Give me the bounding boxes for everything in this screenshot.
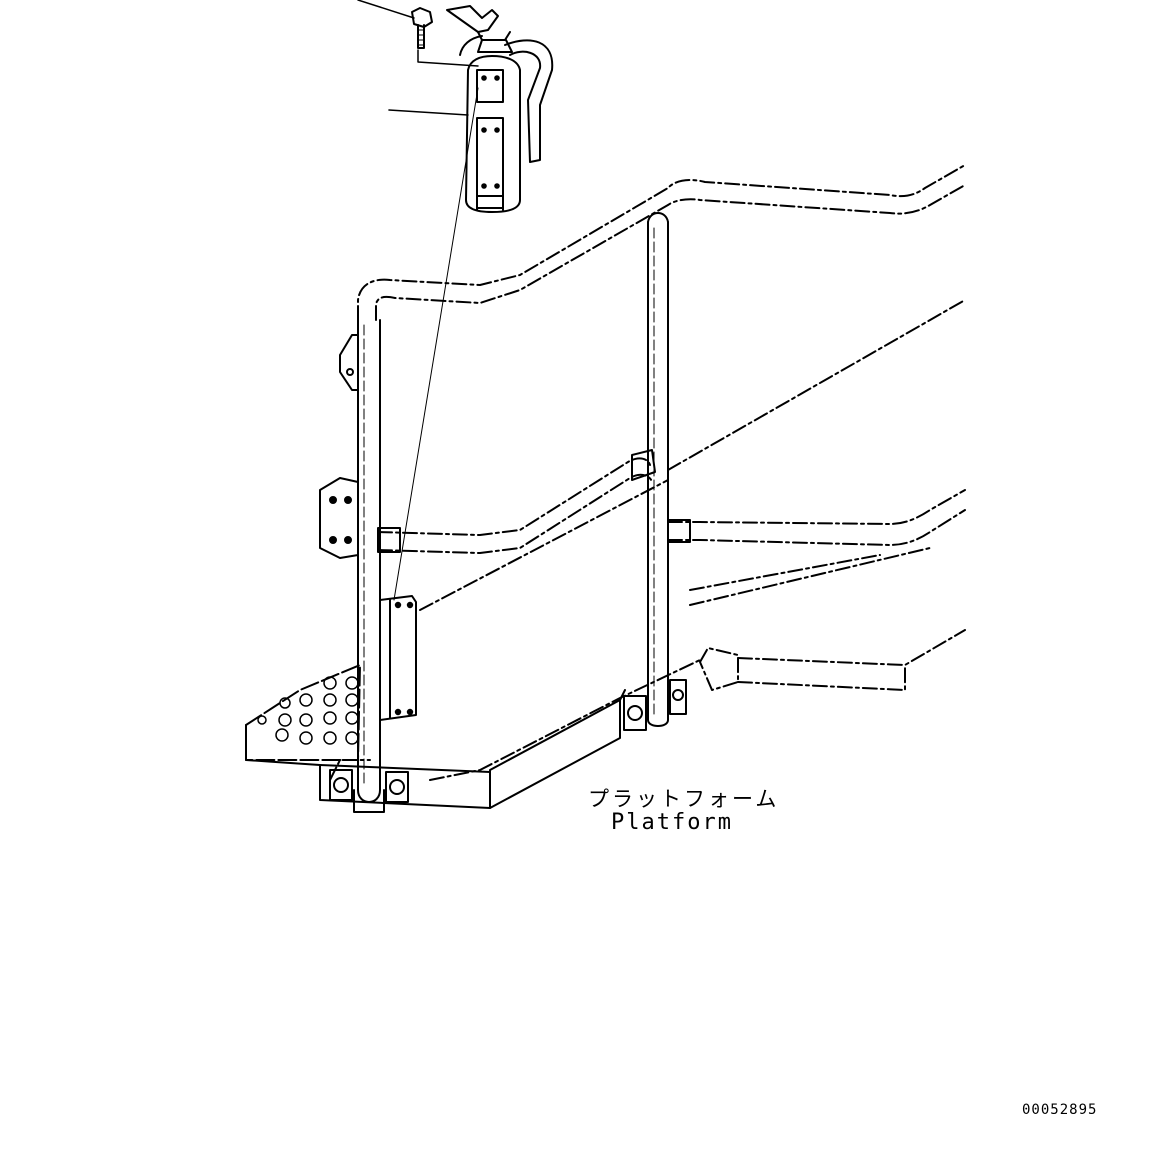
- bolt: [411, 7, 433, 49]
- side-brackets: [319, 334, 359, 559]
- bracket-alignment-line: [393, 87, 479, 601]
- platform-step: [245, 664, 687, 813]
- drawing-number: 00052895: [1022, 1102, 1098, 1118]
- platform-label-english: Platform: [611, 810, 733, 835]
- bolt-to-bracket-line: [417, 49, 479, 67]
- handrail: [329, 164, 966, 781]
- leader-lines: [357, 0, 479, 601]
- platform-holes: [257, 676, 359, 745]
- mounting-bracket: [379, 595, 417, 721]
- fire-extinguisher: [446, 5, 554, 213]
- bolt-leader-line: [357, 0, 415, 19]
- platform-label-japanese: プラットフォーム: [588, 787, 780, 811]
- extinguisher-leader-line: [388, 109, 469, 116]
